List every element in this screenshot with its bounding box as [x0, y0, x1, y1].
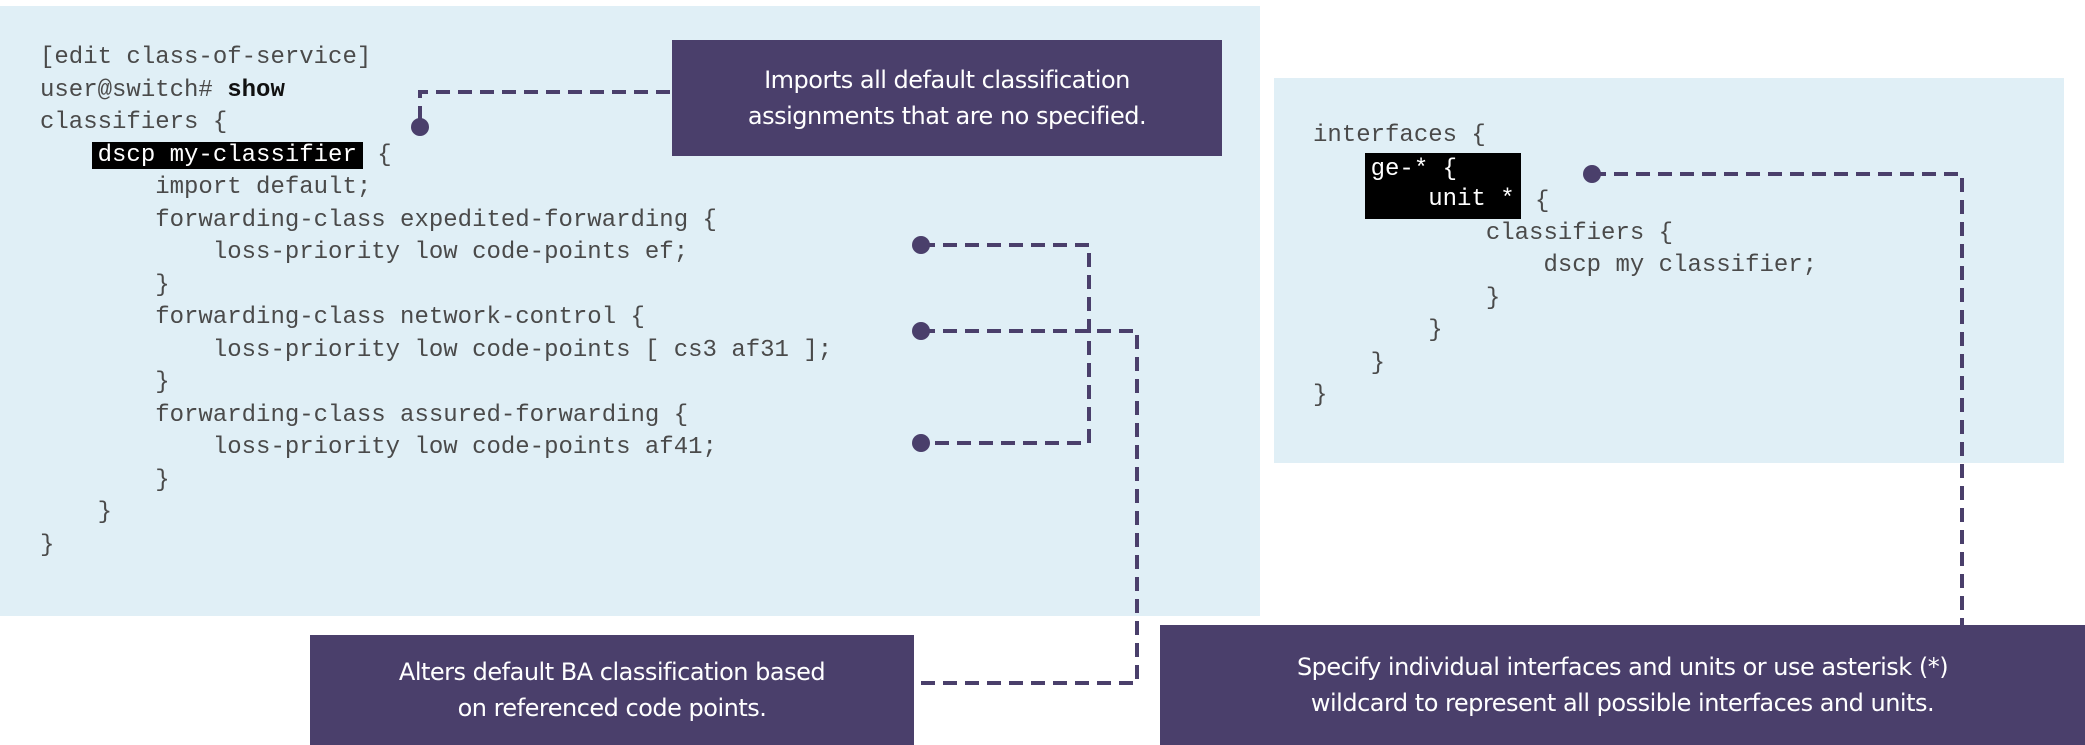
unit-wildcard: unit *	[1370, 185, 1515, 213]
config-line: forwarding-class network-control {	[40, 304, 645, 331]
config-line: }	[1313, 284, 1501, 312]
highlighted-interface-wildcard: ge-* { unit *	[1364, 152, 1521, 219]
config-line: loss-priority low code-points af41;	[40, 434, 717, 461]
config-line: import default;	[40, 174, 372, 201]
config-line: ge-* { unit * {	[1313, 152, 1817, 219]
config-line: dscp my classifier;	[1313, 252, 1818, 279]
config-line: }	[1313, 349, 1386, 377]
config-line: }	[40, 369, 170, 396]
config-line: user@switch# show	[40, 75, 832, 108]
callout-wildcard-interfaces: Specify individual interfaces and units …	[1160, 625, 2085, 745]
config-line: }	[40, 271, 170, 299]
callout-alters-classification: Alters default BA classification based o…	[310, 635, 914, 745]
config-line: classifiers {	[40, 109, 228, 136]
config-line: interfaces {	[1313, 122, 1486, 149]
brace: {	[362, 141, 392, 169]
highlighted-classifier: dscp my-classifier	[91, 141, 363, 169]
callout-text: Specify individual interfaces and units …	[1296, 653, 1949, 681]
callout-import-default: Imports all default classification assig…	[672, 40, 1222, 156]
config-line: loss-priority low code-points ef;	[40, 239, 689, 266]
brace: {	[1520, 188, 1550, 215]
command: show	[227, 76, 285, 104]
callout-text: Imports all default classification	[764, 66, 1130, 94]
config-line: loss-priority low code-points [ cs3 af31…	[40, 336, 833, 364]
interface-wildcard: ge-* {	[1370, 155, 1458, 183]
callout-text: on referenced code points.	[457, 694, 767, 722]
callout-text: Alters default BA classification based	[398, 658, 826, 686]
config-line: dscp my-classifier {	[40, 140, 832, 173]
config-line: forwarding-class assured-forwarding {	[40, 401, 689, 429]
config-line: forwarding-class expedited-forwarding {	[40, 206, 717, 234]
config-line: }	[1313, 382, 1328, 409]
class-of-service-config: [edit class-of-service] user@switch# show…	[40, 42, 832, 562]
config-line: [edit class-of-service]	[40, 44, 372, 71]
callout-text: assignments that are no specified.	[747, 102, 1147, 130]
callout-text: wildcard to represent all possible inter…	[1310, 689, 1935, 717]
prompt: user@switch#	[40, 76, 228, 104]
config-line: }	[40, 531, 55, 559]
config-line: }	[40, 466, 170, 494]
config-line: }	[1313, 317, 1443, 344]
config-line: classifiers {	[1313, 219, 1674, 247]
config-line: }	[40, 499, 113, 526]
interfaces-config: interfaces { ge-* { unit * { classifiers…	[1313, 120, 1817, 413]
